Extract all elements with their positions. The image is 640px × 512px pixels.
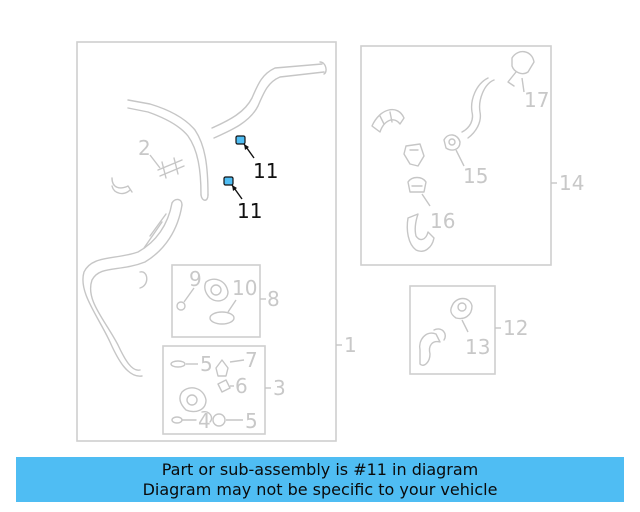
part-6-plug — [217, 379, 231, 393]
callout-13: 13 — [465, 335, 490, 359]
part-2-fitting — [111, 157, 185, 195]
part-water-outlet — [179, 387, 213, 423]
banner-line-2: Diagram may not be specific to your vehi… — [142, 479, 498, 499]
assembly-box-14 — [360, 45, 552, 266]
part-short-hose-14 — [406, 213, 435, 252]
part-5-oring-upper — [170, 360, 186, 368]
part-11-clip-upper — [235, 135, 246, 145]
part-17-connector — [507, 51, 535, 87]
callout-2: 2 — [138, 136, 151, 160]
part-elbow-hose — [371, 108, 405, 133]
part-11-clip-lower — [223, 176, 234, 186]
callout-12: 12 — [503, 316, 528, 340]
callout-6: 6 — [235, 374, 248, 398]
callout-14: 14 — [559, 171, 584, 195]
coolant-pipe — [127, 99, 209, 201]
callout-17: 17 — [524, 88, 549, 112]
part-curved-hose-14 — [461, 77, 495, 139]
part-10-gasket — [209, 311, 235, 325]
callout-16: 16 — [430, 209, 455, 233]
callout-3: 3 — [273, 376, 286, 400]
callout-1: 1 — [344, 333, 357, 357]
callout-9: 9 — [189, 267, 202, 291]
part-15-fitting — [443, 134, 461, 151]
part-9-ring — [176, 301, 186, 311]
part-7-sensor — [215, 359, 229, 377]
assembly-box-8 — [171, 264, 261, 338]
callout-8: 8 — [267, 287, 280, 311]
callout-4: 4 — [198, 409, 211, 433]
callout-10: 10 — [232, 276, 257, 300]
assembly-box-1 — [76, 41, 337, 442]
callout-11-upper: 11 — [253, 159, 278, 183]
banner-line-1: Part or sub-assembly is #11 in diagram — [161, 459, 479, 479]
callout-15: 15 — [463, 164, 488, 188]
upper-coolant-hose — [211, 61, 327, 139]
callout-5-upper: 5 — [200, 352, 213, 376]
lower-radiator-hose — [82, 198, 183, 377]
callout-5-lower: 5 — [245, 409, 258, 433]
info-banner: Part or sub-assembly is #11 in diagram D… — [16, 457, 624, 502]
callout-11-lower: 11 — [237, 199, 262, 223]
callout-7: 7 — [245, 348, 258, 372]
part-4-seal — [171, 416, 197, 424]
part-valve-14 — [403, 143, 425, 167]
part-small-hose-12 — [419, 328, 446, 366]
part-16-cap — [407, 176, 427, 193]
part-13-connector — [450, 297, 473, 320]
part-thermostat-housing — [204, 278, 229, 302]
assembly-box-12 — [409, 285, 496, 375]
part-5-oring-lower — [212, 413, 226, 427]
assembly-box-3 — [162, 345, 266, 435]
